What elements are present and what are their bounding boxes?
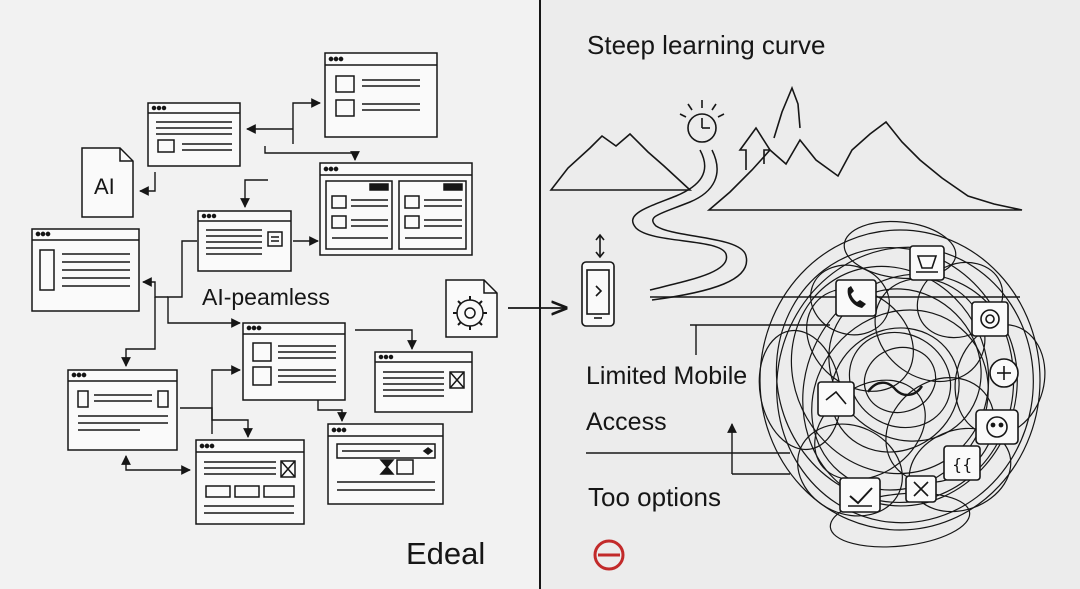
center-label: AI-peamless bbox=[202, 284, 330, 310]
window-mockup bbox=[197, 210, 292, 272]
window-mockup bbox=[147, 102, 241, 167]
window-mockup bbox=[31, 228, 140, 312]
mountains-illustration bbox=[549, 85, 1023, 211]
window-group bbox=[31, 52, 473, 525]
mobile-phone-icon bbox=[581, 233, 615, 327]
window-mockup bbox=[374, 351, 473, 413]
right-panel-heading: Steep learning curve bbox=[587, 30, 826, 60]
svg-text:{{: {{ bbox=[952, 455, 972, 474]
clock-icon bbox=[679, 100, 725, 143]
at-sign-icon bbox=[971, 301, 1009, 337]
cart-icon bbox=[909, 245, 945, 281]
no-entry-icon bbox=[593, 539, 625, 571]
hand-icon bbox=[817, 381, 855, 417]
winding-road bbox=[632, 149, 748, 301]
window-mockup bbox=[324, 52, 438, 138]
ai-document-label: AI bbox=[94, 174, 115, 199]
checkmark-icon bbox=[839, 477, 881, 513]
connector-arrows bbox=[121, 98, 417, 475]
footer-label: Edeal bbox=[406, 536, 486, 571]
close-x-icon bbox=[905, 475, 937, 503]
window-mockup bbox=[67, 369, 178, 451]
window-mockup bbox=[242, 322, 346, 401]
window-mockup bbox=[195, 439, 305, 525]
window-mockup bbox=[319, 162, 473, 256]
plus-icon bbox=[989, 358, 1019, 388]
ai-document-icon bbox=[81, 147, 134, 218]
mobile-label-line2: Access bbox=[586, 408, 667, 436]
option-icon-tiles: {{ bbox=[817, 245, 1019, 513]
window-mockup bbox=[327, 423, 444, 505]
animal-icon bbox=[975, 409, 1019, 445]
settings-document-icon bbox=[445, 279, 498, 338]
bracket-icon: {{ bbox=[943, 445, 981, 481]
mobile-label-line1: Limited Mobile bbox=[586, 362, 748, 390]
options-label: Too options bbox=[588, 482, 721, 512]
phone-icon bbox=[835, 279, 877, 317]
